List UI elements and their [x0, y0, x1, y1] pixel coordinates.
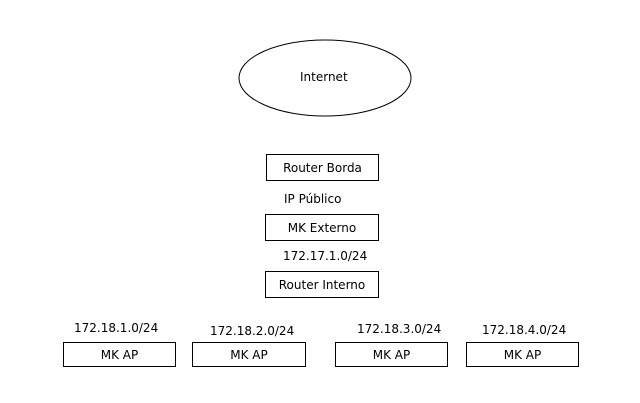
mk-externo-node: MK Externo — [265, 214, 379, 241]
mk-ap-node: MK AP — [192, 342, 306, 367]
mk-ap-node: MK AP — [466, 342, 579, 367]
mk-ap-node: MK AP — [335, 342, 448, 367]
net-externo-label: 172.17.1.0/24 — [283, 249, 368, 263]
router-borda-node: Router Borda — [266, 154, 379, 181]
ap-network-label: 172.18.3.0/24 — [357, 322, 442, 336]
ip-publico-label: IP Público — [284, 192, 342, 206]
ap-network-label: 172.18.1.0/24 — [74, 321, 159, 335]
mk-ap-node: MK AP — [63, 342, 176, 367]
internet-label: Internet — [300, 70, 348, 84]
ap-network-label: 172.18.2.0/24 — [210, 324, 295, 338]
ap-network-label: 172.18.4.0/24 — [482, 323, 567, 337]
router-interno-node: Router Interno — [265, 271, 379, 298]
